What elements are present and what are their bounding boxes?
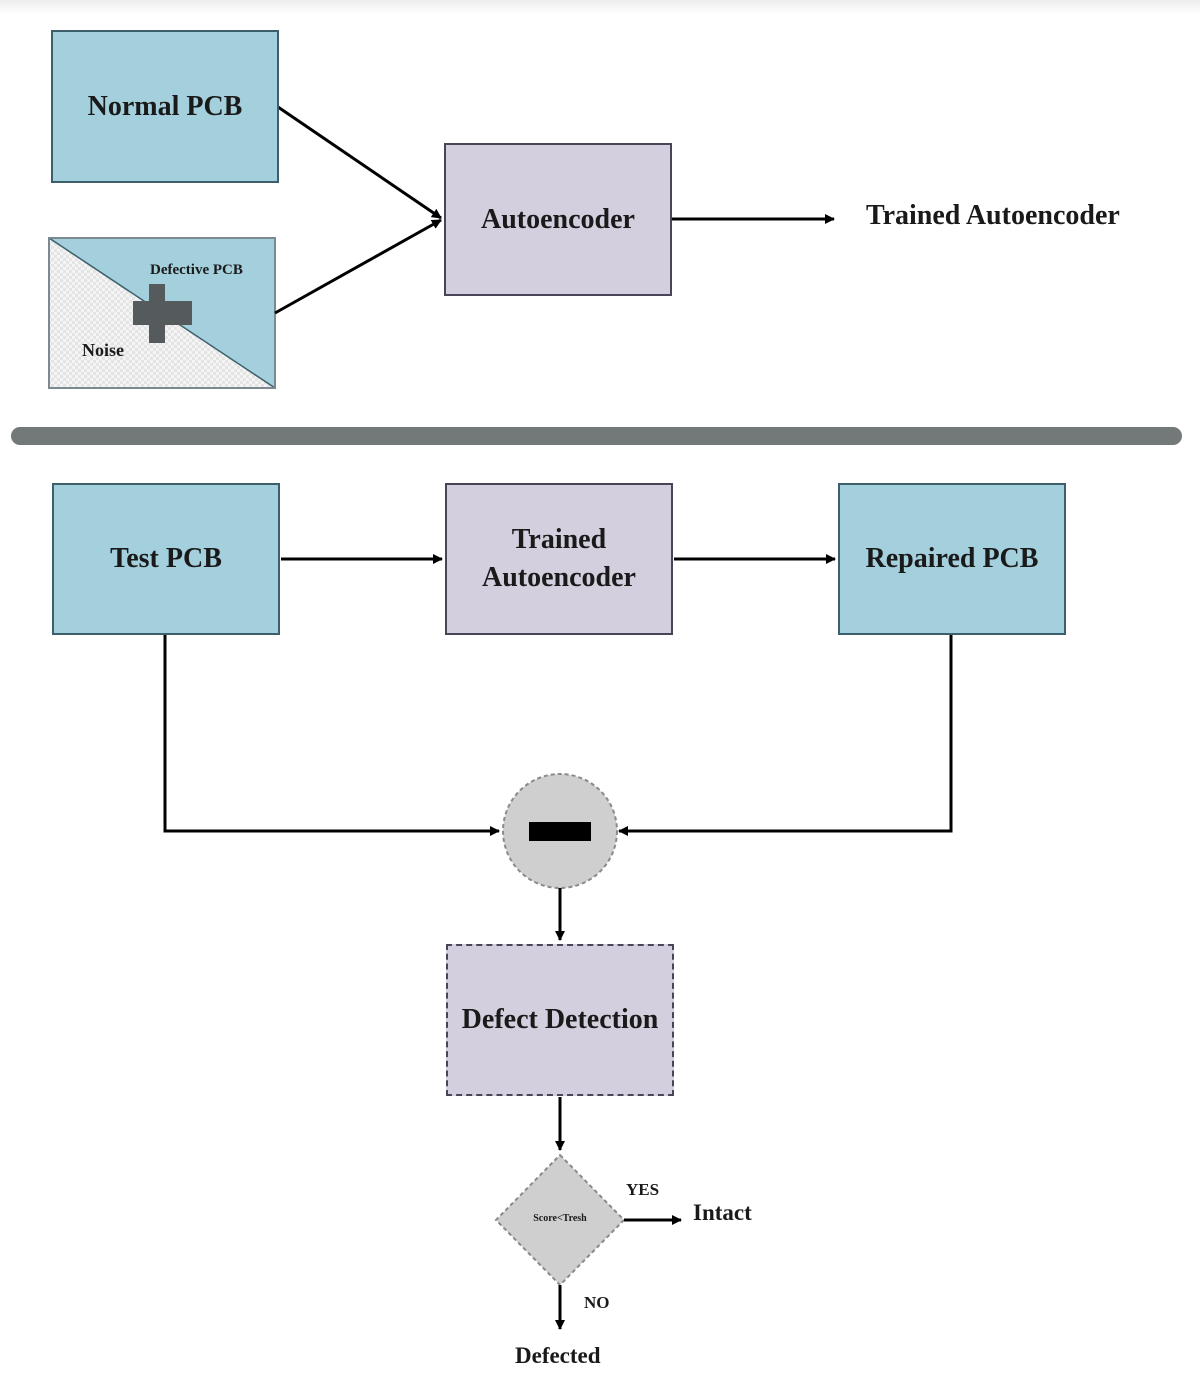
repaired-pcb-box: Repaired PCB [838, 483, 1066, 635]
trained-autoencoder-line1: Trained [511, 524, 607, 555]
arrow-noisy-to-autoencoder [274, 218, 442, 315]
arrow-test-to-subtract [163, 634, 500, 836]
noise-label: Noise [82, 340, 124, 360]
noisy-defective-pcb [48, 237, 276, 389]
no-label: NO [584, 1293, 610, 1312]
subtract-node [502, 773, 618, 889]
defected-label: Defected [515, 1343, 601, 1368]
decision-label: Score<Tresh [533, 1213, 587, 1224]
trained-autoencoder-line2: Autoencoder [482, 562, 636, 593]
top-shade [0, 0, 1200, 14]
yes-label: YES [626, 1180, 660, 1199]
arrow-repaired-to-subtract [618, 634, 953, 836]
defect-detection-label: Defect Detection [461, 1004, 659, 1035]
intact-label: Intact [693, 1200, 752, 1225]
plus-icon [133, 284, 192, 343]
arrow-normal-to-autoencoder [277, 105, 442, 220]
trained-autoencoder-box: Trained Autoencoder [445, 483, 673, 635]
test-pcb-box: Test PCB [52, 483, 280, 635]
autoencoder-label: Autoencoder [481, 203, 635, 235]
autoencoder-box: Autoencoder [444, 143, 672, 296]
minus-icon [529, 822, 591, 841]
defect-detection-box: Defect Detection [446, 944, 674, 1096]
normal-pcb-box: Normal PCB [51, 30, 279, 183]
defective-pcb-label: Defective PCB [150, 262, 243, 278]
test-pcb-label: Test PCB [110, 543, 222, 574]
trained-autoencoder-output-label: Trained Autoencoder [866, 200, 1120, 231]
repaired-pcb-label: Repaired PCB [865, 543, 1039, 574]
normal-pcb-label: Normal PCB [87, 90, 243, 122]
